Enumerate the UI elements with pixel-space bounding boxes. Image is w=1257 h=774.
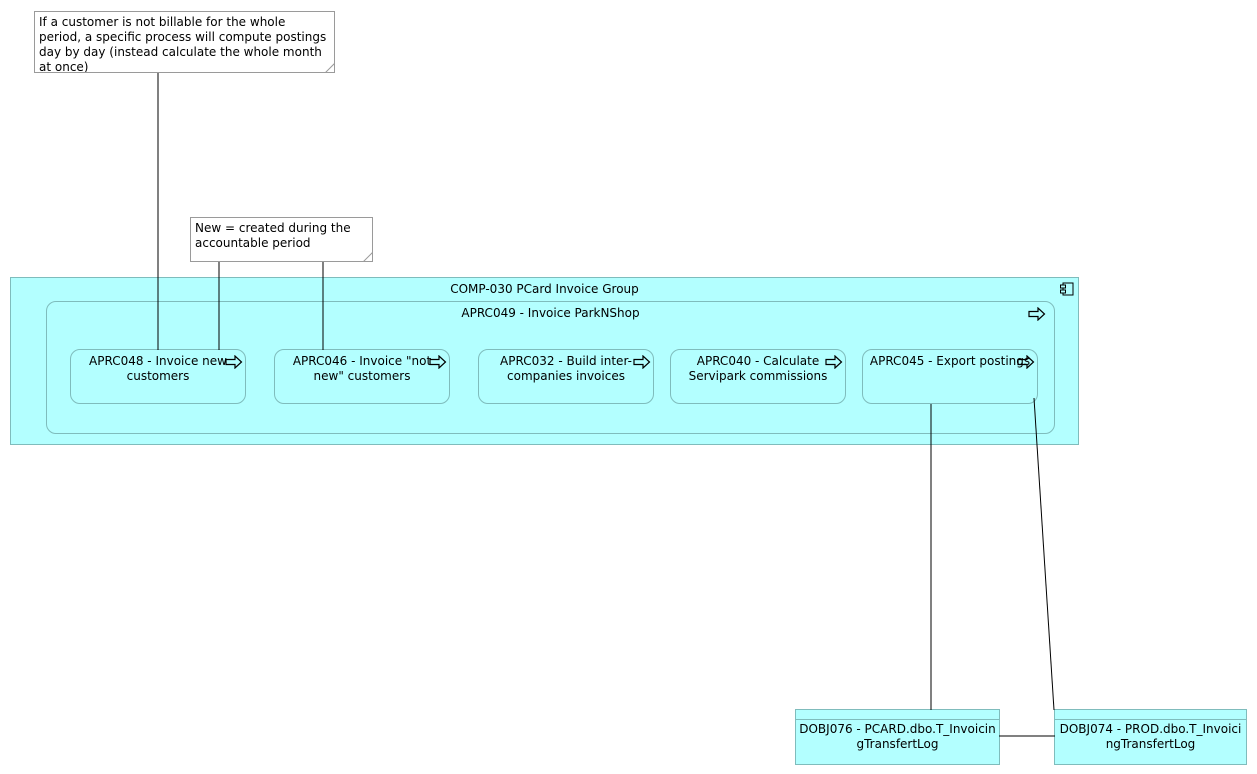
- component-comp-030[interactable]: COMP-030 PCard Invoice Group APRC049 - I…: [10, 277, 1079, 445]
- component-icon: [1060, 282, 1074, 296]
- note-fold-icon: [363, 252, 372, 261]
- data-object-dobj074[interactable]: DOBJ074 - PROD.dbo.T_InvoicingTransfertL…: [1054, 709, 1247, 765]
- data-object-label: DOBJ076 - PCARD.dbo.T_InvoicingTransfert…: [799, 722, 996, 751]
- process-aprc048[interactable]: APRC048 - Invoice new customers: [70, 349, 246, 404]
- process-arrow-icon: [825, 355, 843, 369]
- process-arrow-icon: [1028, 307, 1046, 321]
- process-aprc046[interactable]: APRC046 - Invoice "not new" customers: [274, 349, 450, 404]
- process-aprc045[interactable]: APRC045 - Export postings: [862, 349, 1038, 404]
- process-label: APRC046 - Invoice "not new" customers: [292, 354, 432, 383]
- process-label: APRC045 - Export postings: [869, 354, 1031, 368]
- process-label: APRC048 - Invoice new customers: [89, 354, 227, 383]
- process-arrow-icon: [1017, 355, 1035, 369]
- component-title: COMP-030 PCard Invoice Group: [450, 282, 639, 296]
- note-fold-icon: [325, 63, 334, 72]
- process-arrow-icon: [633, 355, 651, 369]
- note-billable[interactable]: If a customer is not billable for the wh…: [34, 11, 335, 73]
- process-group-title: APRC049 - Invoice ParkNShop: [461, 306, 640, 320]
- process-aprc032[interactable]: APRC032 - Build inter-companies invoices: [478, 349, 654, 404]
- data-object-label: DOBJ074 - PROD.dbo.T_InvoicingTransfertL…: [1059, 722, 1242, 751]
- process-arrow-icon: [225, 355, 243, 369]
- note-new-definition-text: New = created during the accountable per…: [195, 221, 351, 250]
- data-object-header-band: [796, 710, 999, 720]
- note-new-definition[interactable]: New = created during the accountable per…: [190, 217, 373, 262]
- process-arrow-icon: [429, 355, 447, 369]
- data-object-dobj076[interactable]: DOBJ076 - PCARD.dbo.T_InvoicingTransfert…: [795, 709, 1000, 765]
- process-aprc040[interactable]: APRC040 - Calculate Servipark commission…: [670, 349, 846, 404]
- process-label: APRC032 - Build inter-companies invoices: [500, 354, 632, 383]
- note-billable-text: If a customer is not billable for the wh…: [39, 15, 327, 73]
- process-label: APRC040 - Calculate Servipark commission…: [688, 354, 828, 383]
- process-group-aprc049[interactable]: APRC049 - Invoice ParkNShop APRC048 - In…: [46, 301, 1055, 434]
- data-object-header-band: [1055, 710, 1246, 720]
